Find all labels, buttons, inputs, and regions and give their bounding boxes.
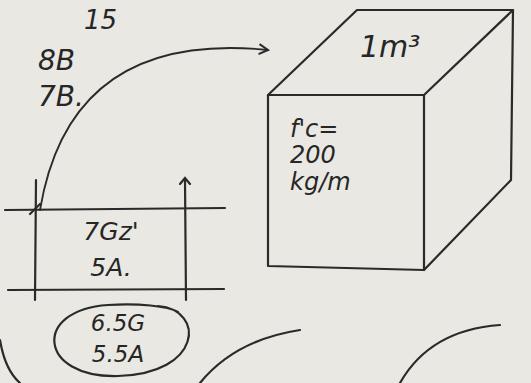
sketch-arc [200, 330, 300, 383]
handwritten-note: 8B [38, 46, 75, 77]
circled-note: 6.5G 5.5A [38, 302, 198, 378]
note-text: 1m³ [360, 30, 420, 63]
note-text: 7Gz' [83, 218, 138, 246]
framed-note: 7Gz' 5A. [36, 210, 186, 290]
tick-mark [30, 204, 40, 214]
frame-line [5, 208, 225, 210]
note-text: 5.5A [92, 342, 144, 367]
note-text: f'c= 200 kg/m [290, 116, 364, 195]
cube-sketch: 1m³ f'c= 200 kg/m [268, 8, 515, 272]
sketch-arc [400, 325, 500, 383]
note-text: 5A. [90, 254, 131, 282]
sketch-arc [0, 340, 20, 383]
handwritten-note: 7B. [38, 82, 84, 113]
frame-line [185, 180, 186, 300]
note-text: 6.5G [91, 311, 145, 336]
frame-line [35, 180, 36, 300]
frame-line [8, 289, 224, 290]
tick-mark [180, 178, 190, 184]
handwritten-note: 15 [84, 6, 117, 35]
